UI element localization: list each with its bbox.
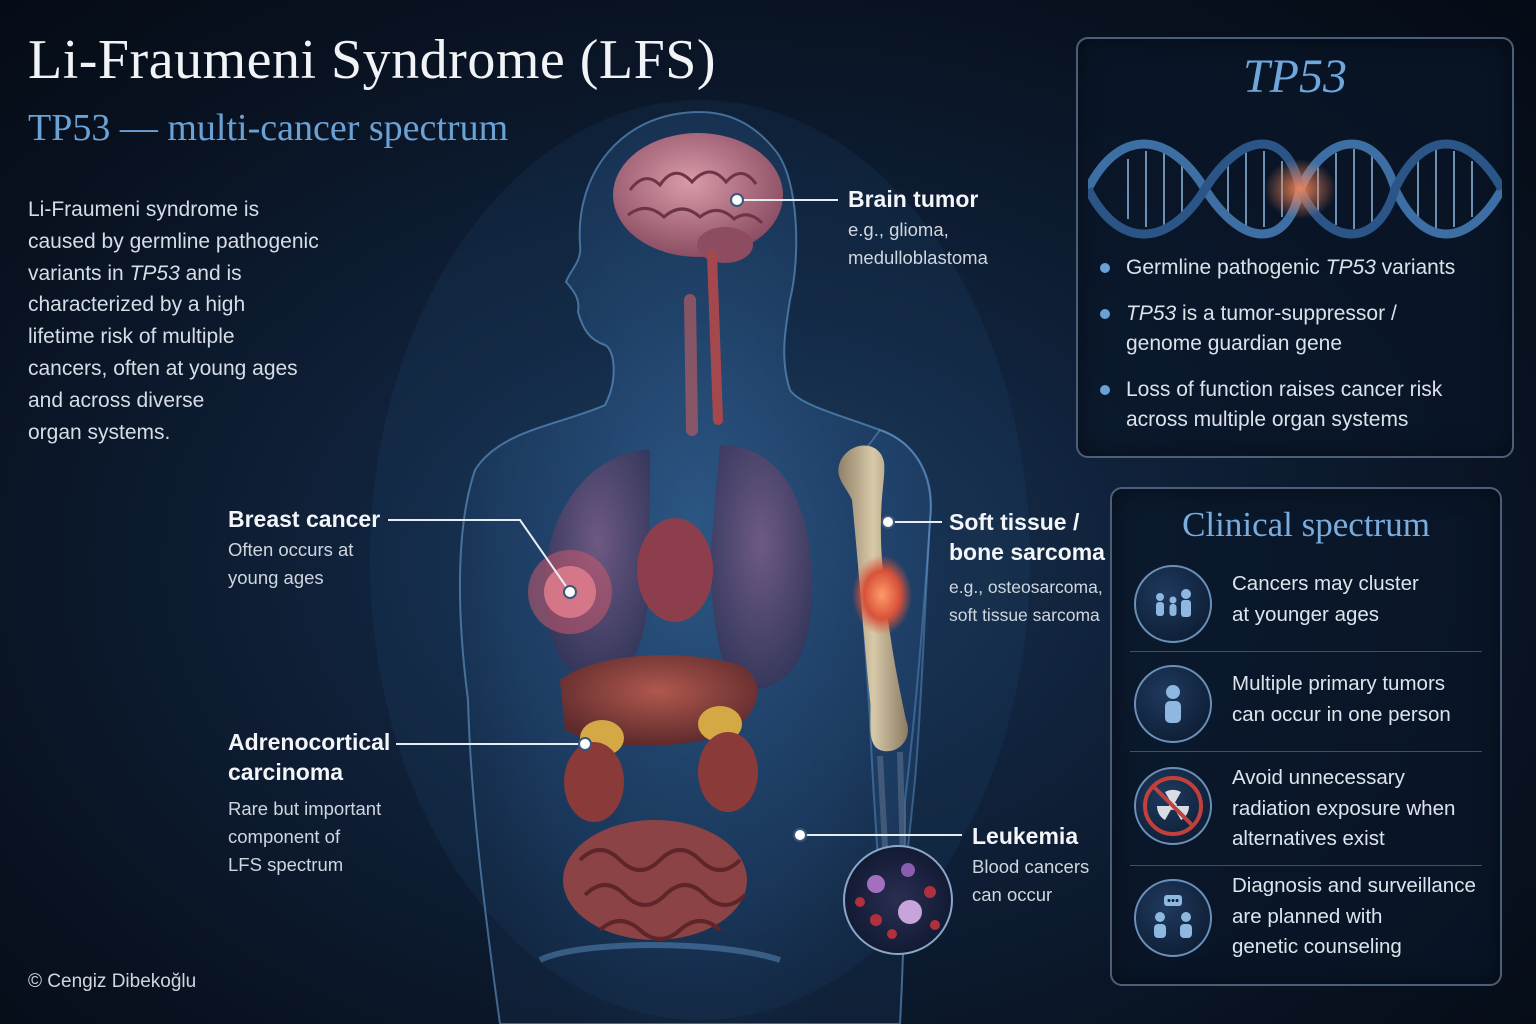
clinical-spectrum-title: Clinical spectrum — [1182, 505, 1430, 544]
counseling-icon — [1134, 879, 1212, 957]
bullet-dot-icon — [1100, 263, 1110, 273]
clinical-spectrum-panel: Clinical spectrum Cancers may cluster at… — [1110, 487, 1502, 986]
divider — [1130, 651, 1482, 652]
label-desc: medulloblastoma — [848, 247, 988, 268]
divider — [1130, 751, 1482, 752]
page-title: Li-Fraumeni Syndrome (LFS) — [28, 29, 717, 91]
clinical-item: Cancers may cluster at younger ages — [1130, 563, 1482, 643]
tp53-panel: TP53 Germline pathogenic TP53 variants T… — [1076, 37, 1514, 458]
intro-line: lifetime risk of multiple — [28, 325, 235, 349]
dna-helix-icon — [1088, 139, 1502, 239]
label-desc: component of — [228, 826, 341, 847]
clinical-item-text: can occur in one person — [1232, 702, 1451, 726]
label-desc: Rare but important — [228, 798, 382, 819]
clinical-item-text: Avoid unnecessary — [1232, 766, 1405, 789]
label-title: Breast cancer — [228, 506, 381, 532]
tp53-bullet: Germline pathogenic TP53 variants — [1100, 253, 1455, 283]
tp53-bullet: Loss of function raises cancer risk acro… — [1100, 375, 1442, 435]
label-title: bone sarcoma — [949, 539, 1105, 565]
label-desc: e.g., glioma, — [848, 219, 949, 240]
person-icon — [1134, 665, 1212, 743]
divider — [1130, 865, 1482, 866]
intro-line: variants in TP53 and is — [28, 261, 242, 285]
brain-tumor-label: Brain tumor e.g., glioma, medulloblastom… — [848, 184, 988, 272]
label-desc: LFS spectrum — [228, 854, 344, 875]
page-subtitle: TP53 — multi-cancer spectrum — [28, 107, 509, 149]
clinical-item-text: radiation exposure when — [1232, 796, 1456, 820]
label-desc: young ages — [228, 567, 324, 588]
copyright-notice: © Cengiz Dibekoğlu — [28, 971, 197, 992]
label-desc: can occur — [972, 884, 1053, 905]
label-title: carcinoma — [228, 759, 344, 785]
no-radiation-icon — [1134, 767, 1212, 845]
clinical-item-text: Cancers may cluster — [1232, 572, 1419, 595]
clinical-item-text: genetic counseling — [1232, 935, 1402, 958]
intro-line: Li-Fraumeni syndrome is — [28, 198, 260, 221]
clinical-item-text: alternatives exist — [1232, 827, 1385, 850]
tp53-bullet: TP53 is a tumor-suppressor / genome guar… — [1100, 299, 1397, 359]
clinical-item-text: at younger ages — [1232, 602, 1380, 626]
label-title: Leukemia — [972, 823, 1079, 849]
bullet-dot-icon — [1100, 309, 1110, 319]
adrenocortical-label: Adrenocortical carcinoma Rare but import… — [228, 727, 390, 879]
clinical-item: Diagnosis and surveillance are planned w… — [1130, 874, 1482, 977]
sarcoma-label: Soft tissue / bone sarcoma e.g., osteosa… — [949, 507, 1105, 629]
intro-line: caused by germline pathogenic — [28, 229, 319, 253]
intro-line: cancers, often at young ages — [28, 356, 298, 380]
clinical-item-text: Diagnosis and surveillance — [1232, 874, 1476, 897]
label-desc: e.g., osteosarcoma, — [949, 577, 1103, 597]
tp53-title: TP53 — [1242, 50, 1347, 103]
clinical-item: Multiple primary tumors can occur in one… — [1130, 663, 1482, 743]
clinical-item-text: Multiple primary tumors — [1232, 672, 1446, 695]
label-desc: Blood cancers — [972, 856, 1090, 877]
label-desc: soft tissue sarcoma — [949, 605, 1100, 625]
leukemia-label: Leukemia Blood cancers can occur — [972, 821, 1089, 909]
label-title: Brain tumor — [848, 186, 979, 212]
label-desc: Often occurs at — [228, 539, 354, 560]
clinical-item-text: are planned with — [1232, 904, 1383, 928]
bullet-dot-icon — [1100, 385, 1110, 395]
clinical-item: Avoid unnecessary radiation exposure whe… — [1130, 763, 1482, 863]
label-title: Soft tissue / — [949, 509, 1080, 535]
breast-cancer-label: Breast cancer Often occurs at young ages — [228, 504, 380, 592]
family-icon — [1134, 565, 1212, 643]
label-title: Adrenocortical — [228, 729, 391, 755]
intro-line: organ systems. — [28, 420, 171, 444]
intro-line: characterized by a high — [28, 293, 246, 317]
intro-paragraph: Li-Fraumeni syndrome is caused by germli… — [28, 194, 328, 448]
intro-line: and across diverse — [28, 388, 205, 412]
